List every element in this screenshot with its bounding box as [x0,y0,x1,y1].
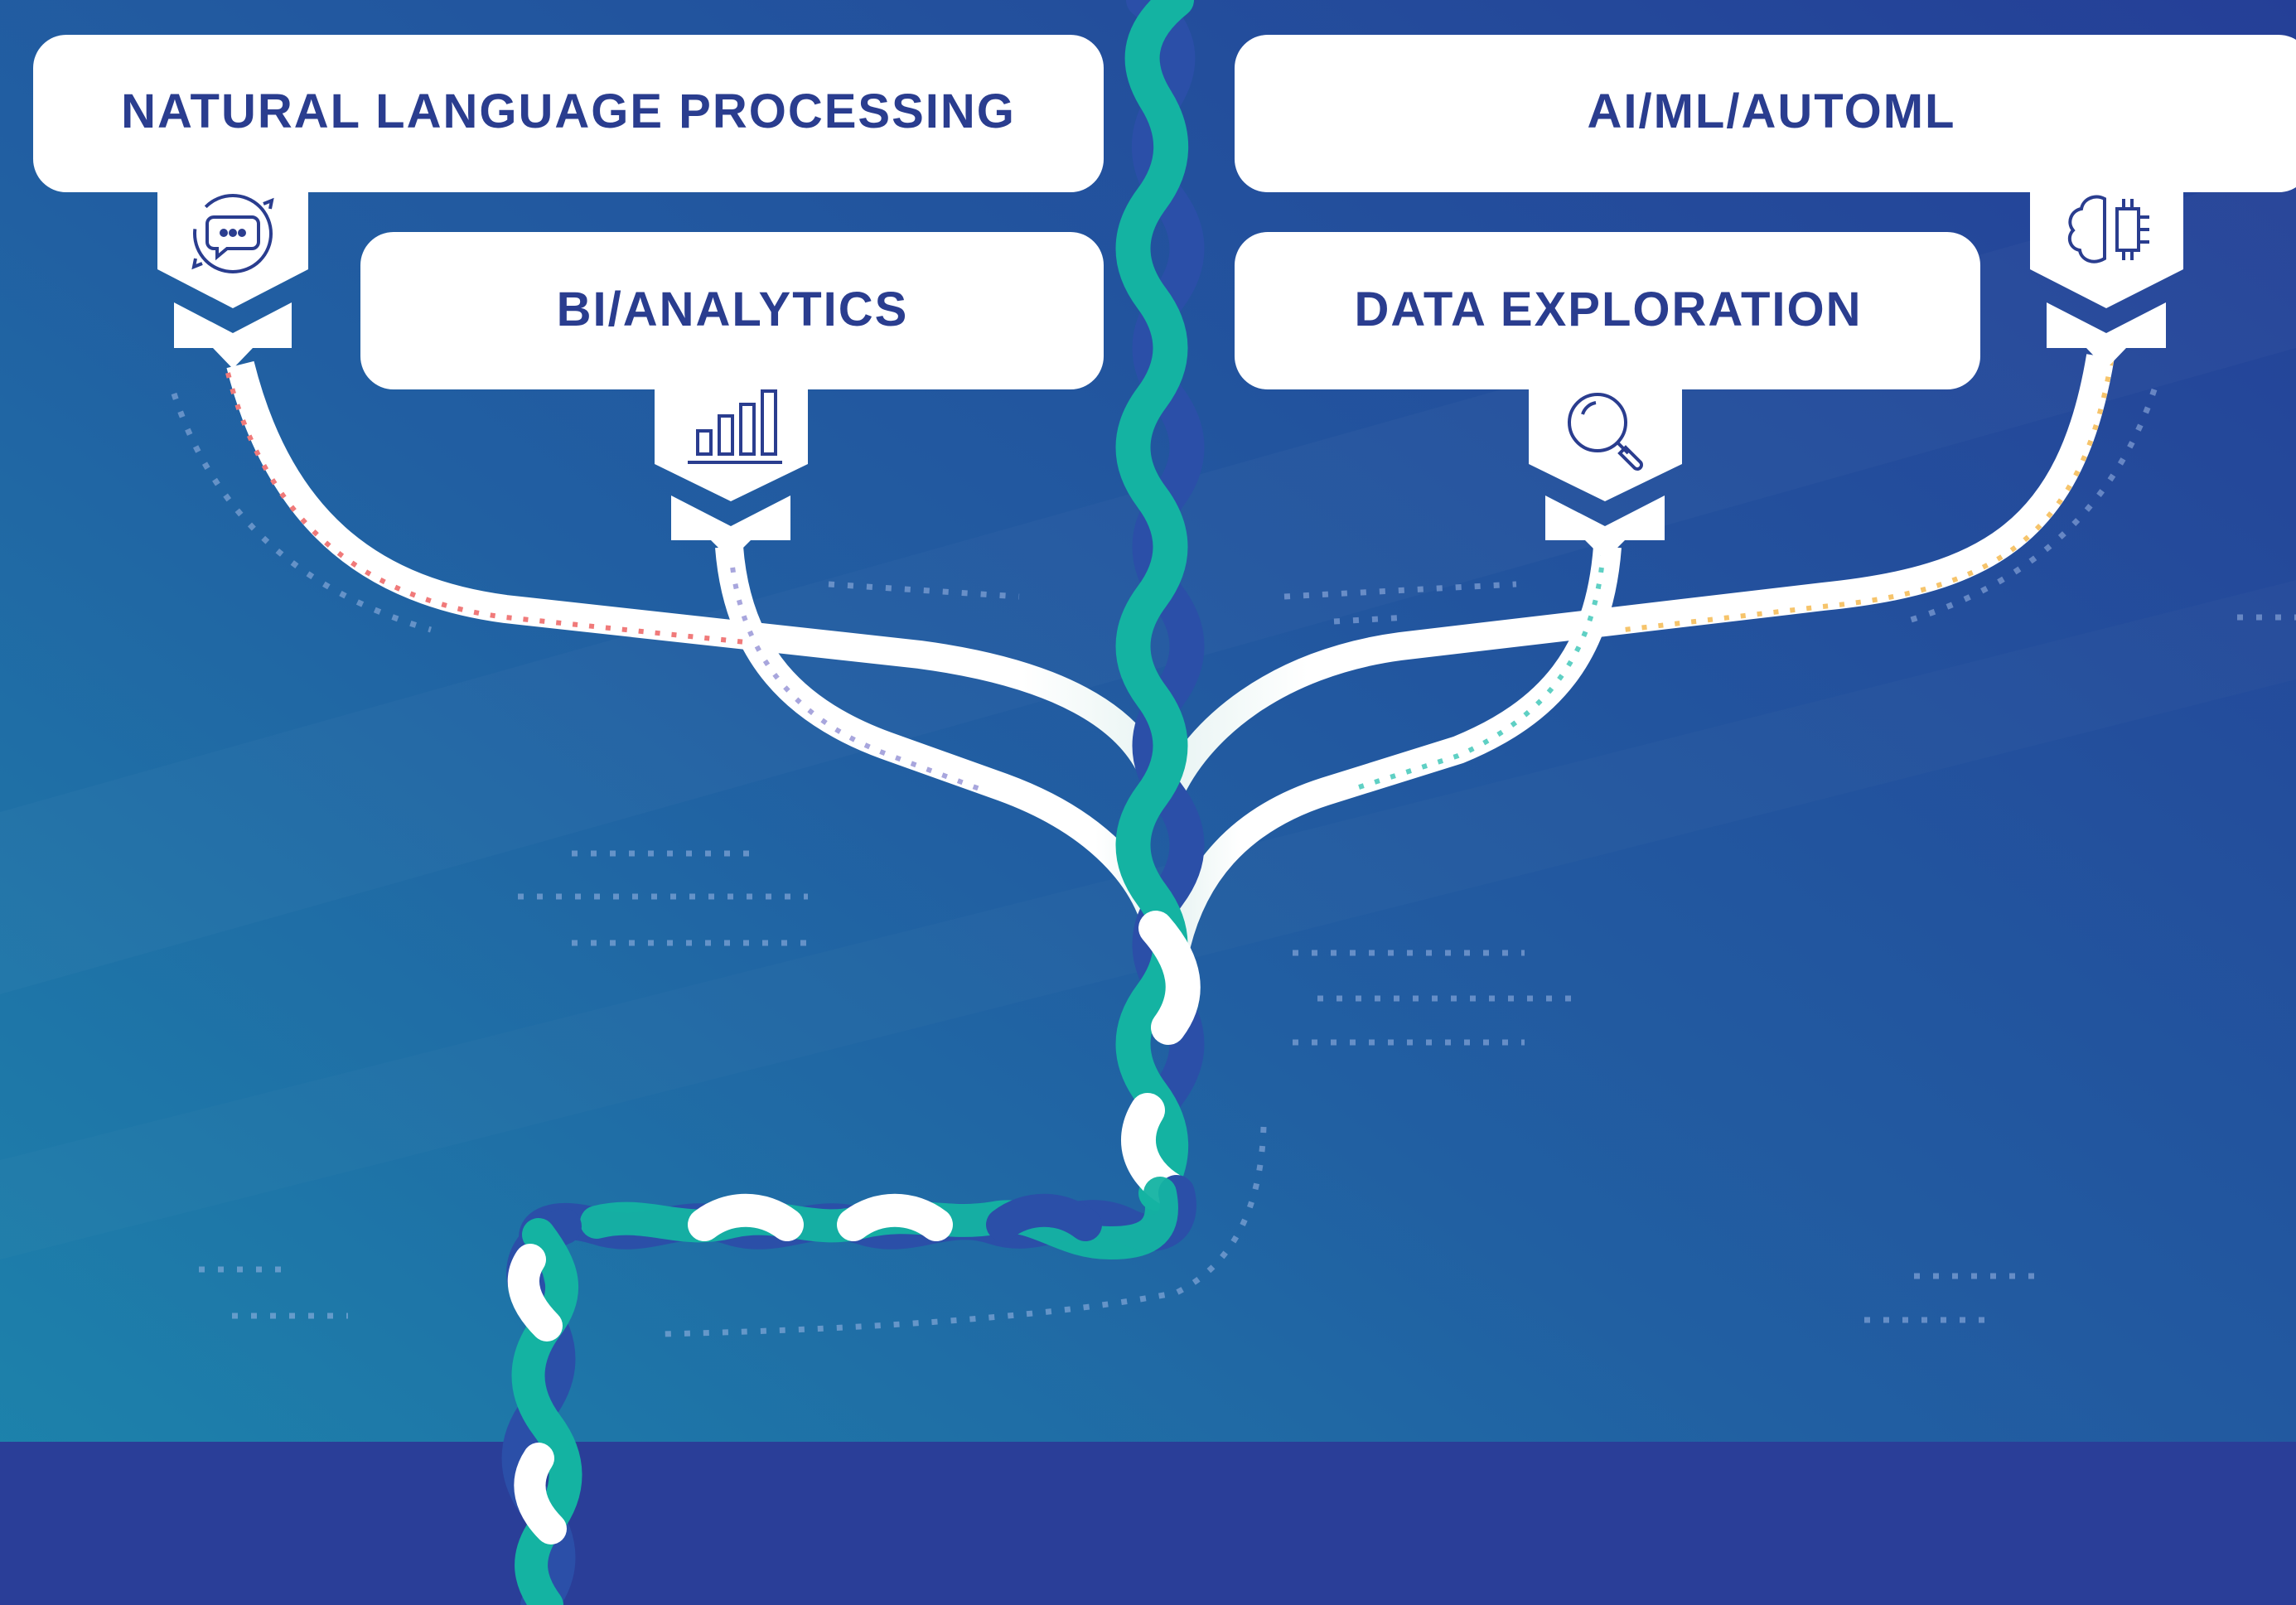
nlp-label-box [33,35,1104,192]
bi-label: BI/ANALYTICS [557,283,909,336]
pipe-exploration [1163,545,1622,949]
bi-chevron [671,496,790,560]
category-aiml: AI/ML/AUTOML [1235,35,2296,369]
bar-chart-icon [688,389,782,464]
nlp-icon-tab [157,182,308,308]
aiml-label: AI/ML/AUTOML [1588,85,1956,138]
braid-lower [501,1208,582,1605]
footer-band [0,1442,2296,1605]
braid-horizontal [519,1175,1196,1261]
category-bi: BI/ANALYTICS [360,232,1104,560]
pipe-nlp [226,360,1174,799]
decorative-dots [171,388,2296,1337]
chat-cycle-icon [191,194,274,273]
category-exploration: DATA EXPLORATION [1235,232,1980,560]
brain-chip-icon [2067,195,2149,263]
pipe-aiml [1155,354,2115,802]
aiml-label-box [1235,35,2296,192]
category-nlp: NATURAL LANGUAGE PROCESSING [33,35,1104,369]
aiml-icon-tab [2030,182,2183,308]
exploration-icon-tab [1529,381,1682,501]
braid-vertical [1115,0,1205,1211]
exploration-chevron [1545,496,1665,560]
bi-label-box [360,232,1104,389]
aiml-chevron [2047,302,2166,369]
exploration-label-box [1235,232,1980,389]
magnifier-icon [1568,393,1643,471]
pipe-dots [225,360,2114,794]
nlp-label: NATURAL LANGUAGE PROCESSING [121,85,1016,138]
nlp-chevron [174,302,292,369]
exploration-label: DATA EXPLORATION [1354,283,1862,336]
